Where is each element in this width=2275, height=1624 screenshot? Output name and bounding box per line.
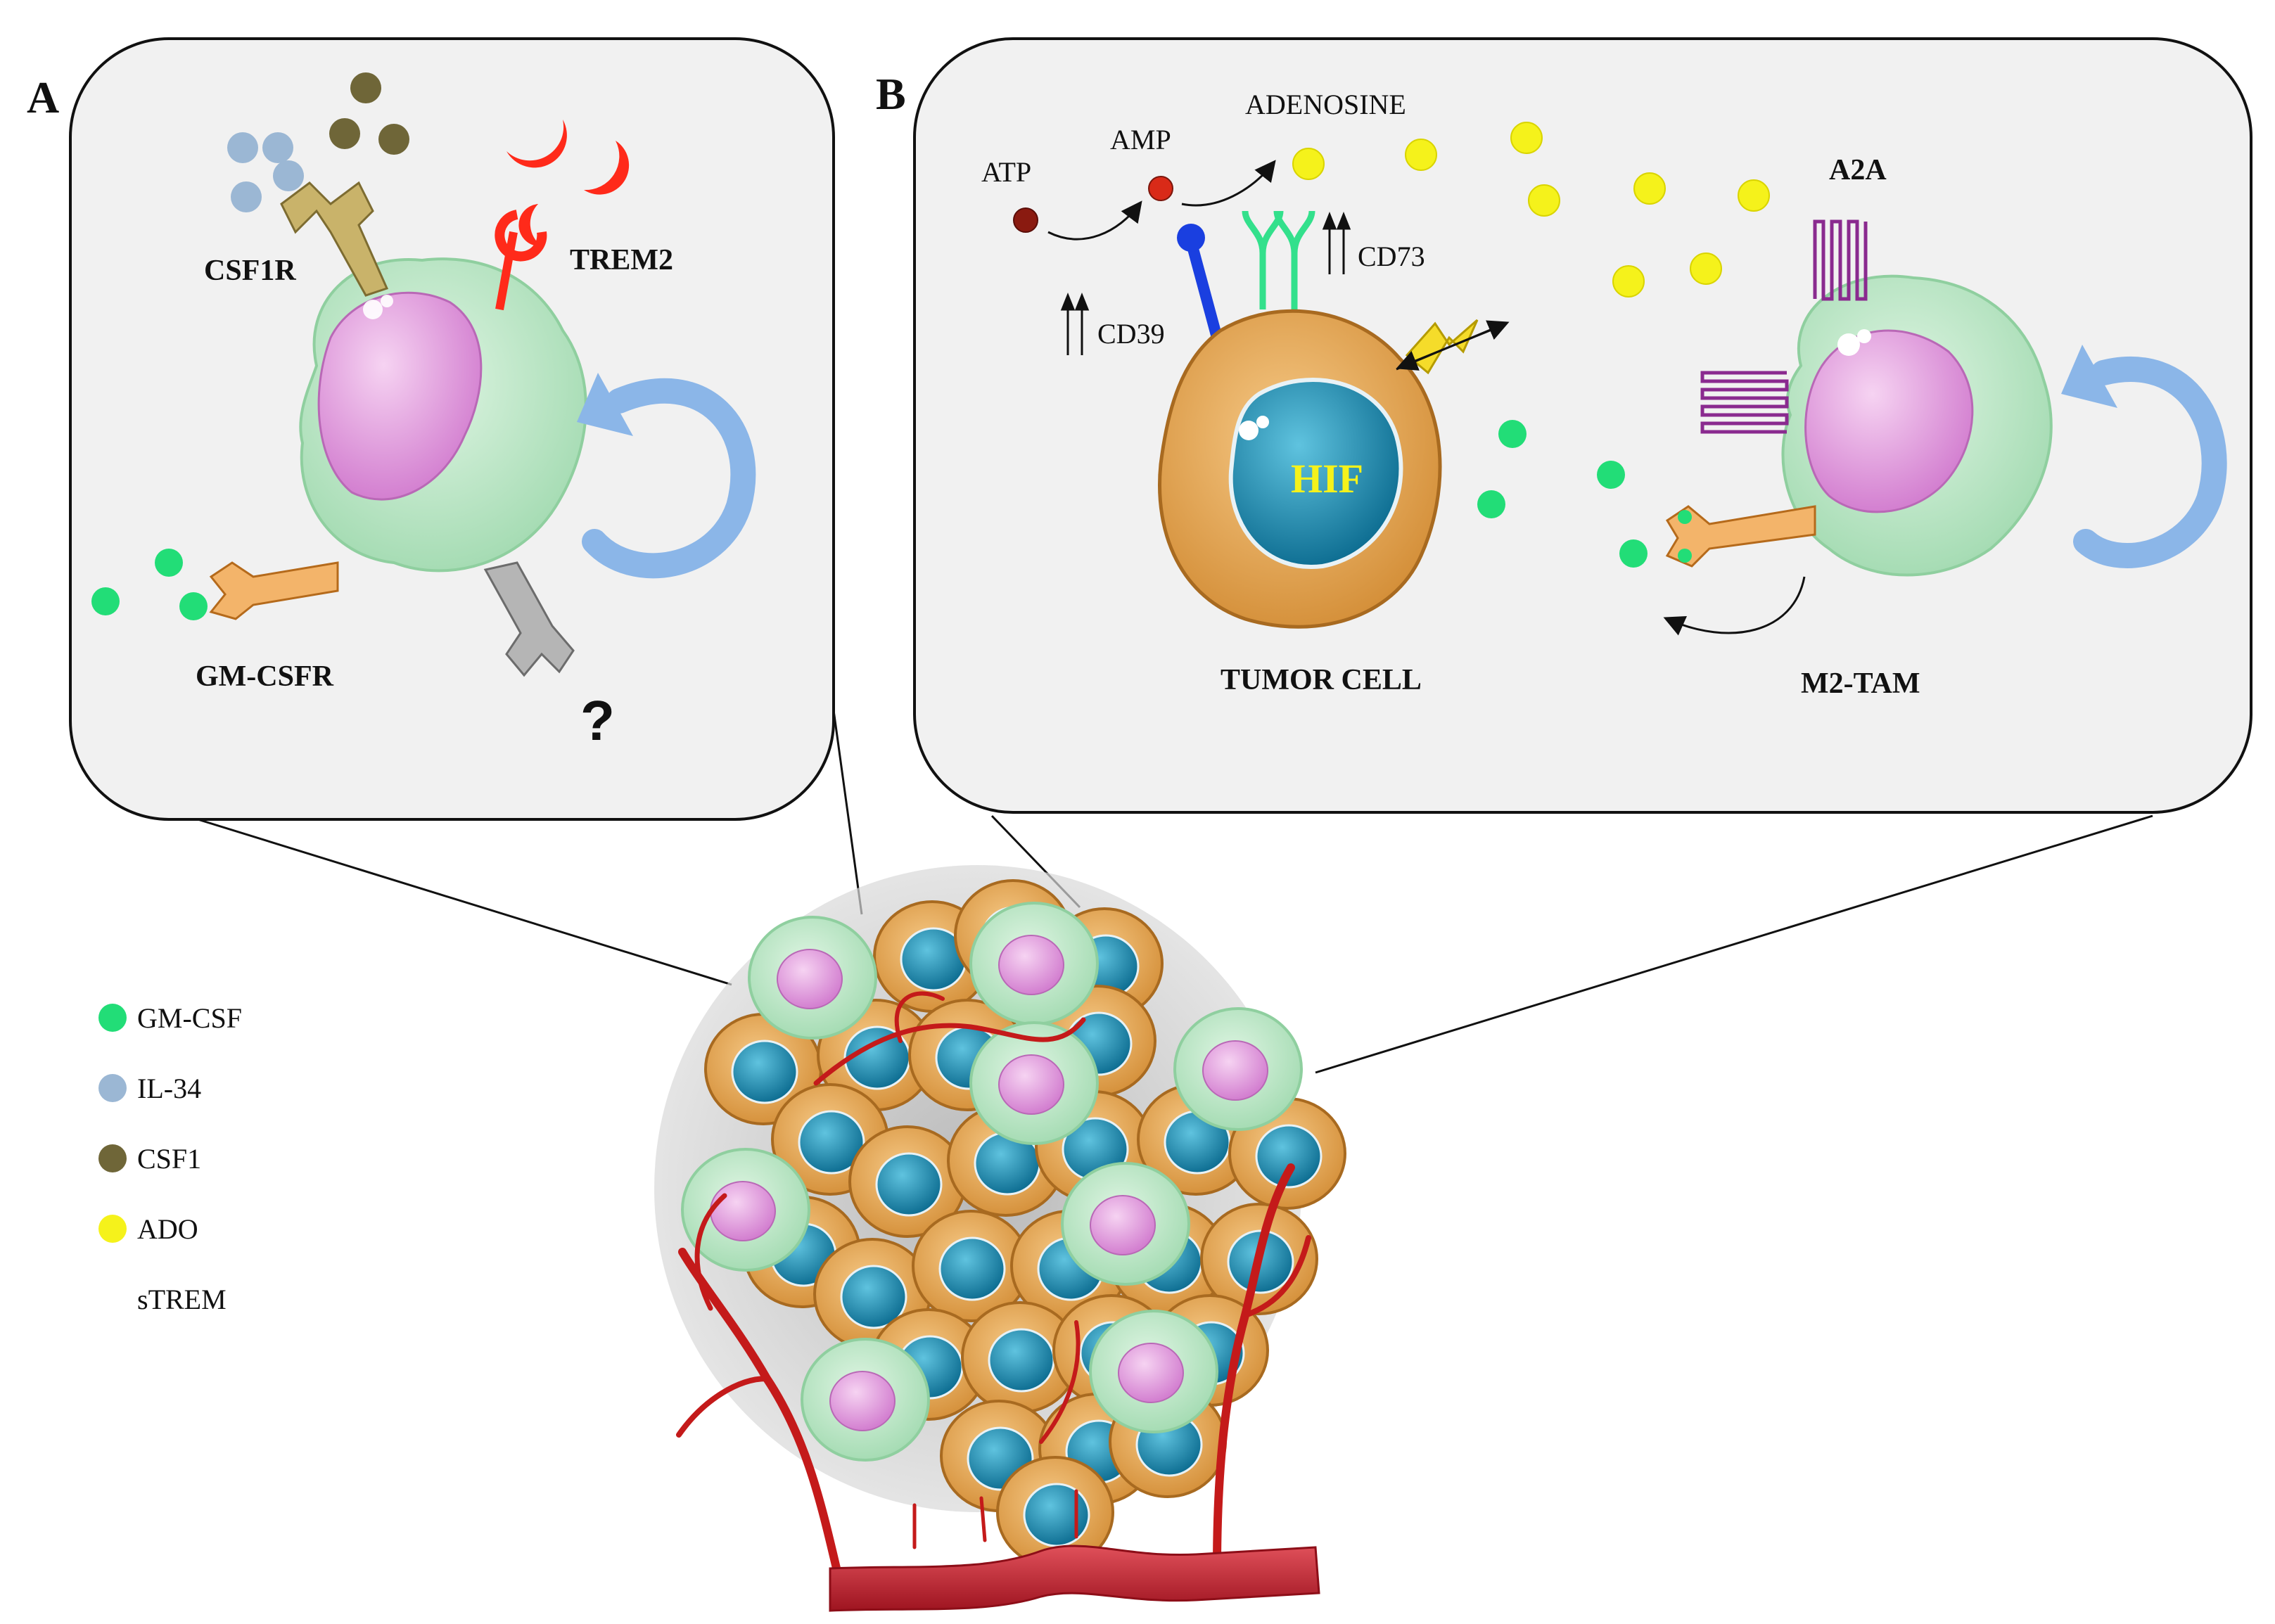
csf1r-receptor (280, 181, 389, 297)
panel-b: B (876, 37, 2252, 814)
amp-to-ado-arrow (1181, 160, 1276, 207)
legend-label: sTREM (137, 1284, 227, 1315)
sphere-tumor-cell (996, 1456, 1114, 1568)
a2a-label: A2A (1829, 154, 1887, 186)
sphere-tumor-cell (961, 1301, 1079, 1414)
gmcsf-dots-a (91, 549, 208, 620)
panel-a: A (27, 37, 835, 821)
sphere-cells (681, 879, 1346, 1568)
legend-item: IL-34 (98, 1073, 201, 1104)
strem-crescents (506, 120, 630, 247)
sphere-tumor-cell (1228, 1097, 1346, 1210)
upregulation-arrows-cd73 (1322, 211, 1351, 274)
upregulation-arrows-cd39 (1060, 292, 1090, 355)
csf1r-label: CSF1R (204, 255, 296, 287)
cycle-arrow-b-icon (2061, 345, 2227, 568)
legend-item: GM-CSF (98, 1002, 242, 1034)
tumor-cell (1158, 309, 1442, 629)
cd73-label: CD73 (1358, 241, 1425, 272)
legend-dot-icon (98, 1004, 127, 1032)
main-vessel (829, 1545, 1320, 1612)
atp-to-amp-arrow (1047, 200, 1142, 241)
gmcsf-dots-b (1477, 420, 1648, 568)
sphere-tumor-cell (848, 1125, 967, 1238)
trem2-label: TREM2 (570, 244, 673, 276)
autocrine-arrow (1663, 576, 1806, 636)
hif-label: HIF (1291, 456, 1363, 501)
panel-b-letter: B (876, 69, 906, 119)
a2a-receptors (1700, 219, 1868, 434)
legend-label: CSF1 (137, 1143, 201, 1175)
sphere-macrophage (969, 902, 1099, 1025)
il34-dots (227, 132, 304, 212)
amp-molecule (1148, 176, 1173, 201)
macrophage-cell (299, 257, 587, 573)
sphere-tumor-cell (912, 1210, 1030, 1322)
legend-item: CSF1 (98, 1143, 201, 1175)
sphere-macrophage (1173, 1007, 1303, 1131)
legend-label: IL-34 (137, 1073, 201, 1104)
cd39-label: CD39 (1097, 318, 1165, 350)
m2-gmcsfr-receptor (1665, 505, 1816, 568)
tumor-sphere (654, 865, 1346, 1612)
gmcsfr-receptor (209, 561, 339, 620)
gmcsfr-label: GM-CSFR (196, 660, 334, 693)
atp-label: ATP (981, 156, 1031, 188)
tumor-cell-label: TUMOR CELL (1221, 664, 1422, 696)
csf1-dots (329, 72, 409, 155)
unknown-label: ? (580, 689, 615, 752)
m2-tam-label: M2-TAM (1801, 667, 1920, 700)
blood-vessels (676, 991, 1311, 1590)
lightning-exchange-icon (1396, 319, 1510, 375)
legend-item: sTREM (101, 1279, 227, 1325)
atp-molecule (1013, 207, 1038, 233)
adenosine-dots (1292, 122, 1770, 298)
cd39-enzyme (1177, 224, 1223, 340)
sphere-macrophage (748, 916, 877, 1040)
legend-dot-icon (98, 1144, 127, 1172)
unknown-receptor (483, 561, 575, 677)
m2-tam-cell (1781, 274, 2053, 577)
legend-label: GM-CSF (137, 1002, 242, 1034)
sphere-macrophage (1089, 1310, 1218, 1433)
legend-dot-icon (98, 1215, 127, 1243)
cd73-enzyme (1242, 210, 1315, 309)
legend-item: ADO (98, 1213, 198, 1245)
sphere-macrophage (681, 1148, 810, 1272)
cycle-arrow-icon (577, 373, 756, 579)
sphere-macrophage (969, 1021, 1099, 1145)
legend-dot-icon (98, 1074, 127, 1102)
sphere-macrophage (1061, 1162, 1190, 1286)
adenosine-label: ADENOSINE (1245, 89, 1406, 120)
legend-label: ADO (137, 1213, 198, 1245)
panel-a-letter: A (27, 72, 59, 122)
sphere-macrophage (801, 1338, 930, 1462)
amp-label: AMP (1110, 124, 1171, 155)
